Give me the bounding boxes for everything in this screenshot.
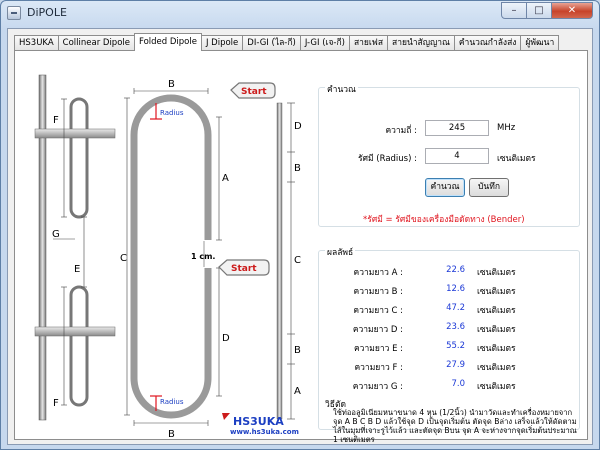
- result-unit-b: เซนติเมตร: [477, 287, 516, 297]
- tab-j-gi[interactable]: J-GI (เจ-กี): [299, 35, 350, 51]
- dim-label-f-bottom: F: [53, 398, 59, 409]
- minimize-button[interactable]: –: [501, 2, 527, 19]
- result-label-a: ความยาว A :: [353, 268, 403, 278]
- loop-label-a: A: [222, 173, 229, 184]
- result-value-a: 22.6: [446, 265, 465, 275]
- title-bar[interactable]: DiPOLE – □ ✕: [1, 1, 599, 25]
- calc-group-title: คำนวณ: [325, 82, 358, 96]
- method-title: วิธีตัด: [325, 400, 347, 410]
- tab-phase-line[interactable]: สายเฟส: [348, 35, 389, 51]
- tab-developer[interactable]: ผู้พัฒนา: [520, 35, 560, 51]
- result-unit-d: เซนติเมตร: [477, 325, 516, 335]
- dim-label-g: G: [52, 229, 60, 240]
- save-button[interactable]: บันทึก: [469, 178, 509, 197]
- radius-label: รัศมี (Radius) :: [358, 154, 417, 164]
- tab-folded-dipole[interactable]: Folded Dipole: [134, 33, 202, 51]
- result-value-b: 12.6: [446, 284, 465, 294]
- result-value-c: 47.2: [446, 303, 465, 313]
- app-icon[interactable]: [7, 6, 21, 20]
- tab-feed-line[interactable]: สายนำสัญญาณ: [387, 35, 455, 51]
- calc-group: คำนวณ ความถี่ : MHz รัศมี (Radius) : เซน…: [318, 82, 580, 227]
- result-label-b: ความยาว B :: [353, 287, 403, 297]
- loop-label-d: D: [222, 333, 230, 344]
- frequency-label: ความถี่ :: [385, 126, 417, 136]
- result-value-d: 23.6: [446, 322, 465, 332]
- result-label-g: ความยาว G :: [352, 382, 403, 392]
- dim-label-e: E: [74, 264, 80, 275]
- folded-dipole-diagram: F G E F Radius Radius: [34, 74, 302, 440]
- radius-label-top: Radius: [160, 109, 184, 117]
- start-label-mid: Start: [231, 264, 257, 274]
- result-label-c: ความยาว C :: [353, 306, 403, 316]
- ruler-label-a: A: [294, 386, 301, 397]
- calculate-button[interactable]: คำนวณ: [425, 178, 465, 197]
- start-label-top: Start: [241, 87, 267, 97]
- radius-unit: เซนติเมตร: [497, 154, 536, 164]
- feed-gap: [203, 240, 215, 268]
- logo-mark-icon: [222, 413, 230, 420]
- upper-crossbar: [34, 128, 116, 139]
- boom-rod: [38, 74, 47, 421]
- result-label-f: ความยาว F :: [354, 363, 403, 373]
- result-value-e: 55.2: [446, 341, 465, 351]
- result-label-d: ความยาว D :: [352, 325, 403, 335]
- close-icon: ✕: [567, 4, 577, 16]
- radius-note: *รัศมี = รัศมีของเครื่องมือดัดทาง (Bende…: [363, 215, 525, 225]
- left-dimensions: [53, 98, 87, 406]
- loop-label-b-top: B: [168, 79, 175, 90]
- loop-dimensions: [124, 88, 222, 426]
- result-unit-g: เซนติเมตร: [477, 382, 516, 392]
- logo-url[interactable]: www.hs3uka.com: [230, 428, 299, 436]
- ruler-label-d: D: [294, 121, 302, 132]
- logo-text: HS3UKA: [233, 415, 284, 428]
- start-arrow-top[interactable]: [230, 82, 276, 99]
- result-value-g: 7.0: [451, 379, 465, 389]
- result-unit-a: เซนติเมตร: [477, 268, 516, 278]
- lower-element: [69, 285, 89, 407]
- tab-collinear-dipole[interactable]: Collinear Dipole: [57, 35, 135, 51]
- frequency-input[interactable]: [425, 120, 489, 136]
- ruler-rod: [276, 102, 283, 420]
- minimize-icon: –: [511, 4, 517, 16]
- ruler-dimensions: [287, 102, 295, 420]
- result-group: ผลลัพธ์ ความยาว A : 22.6 เซนติเมตร ความย…: [318, 245, 580, 444]
- ruler-label-b-top: B: [294, 163, 301, 174]
- result-value-f: 27.9: [446, 360, 465, 370]
- folded-dipole-panel: F G E F Radius Radius: [14, 50, 588, 444]
- loop-label-b-bottom: B: [168, 429, 175, 440]
- method-text: ใช้ท่ออลูมิเนียมหนาขนาด 4 หุน (1/2นิ้ว) …: [333, 408, 577, 444]
- loop-label-c: C: [120, 253, 127, 264]
- start-arrow-mid[interactable]: [218, 259, 270, 276]
- caption-buttons: – □ ✕: [501, 2, 593, 19]
- lower-crossbar: [34, 326, 116, 337]
- tab-di-gi[interactable]: DI-GI (ไล-กี): [242, 35, 301, 51]
- result-unit-f: เซนติเมตร: [477, 363, 516, 373]
- radius-marks: [150, 103, 162, 411]
- tab-power-calc[interactable]: คำนวณกำลังส่ง: [453, 35, 522, 51]
- tab-strip: HS3UKA Collinear Dipole Folded Dipole J …: [14, 33, 560, 51]
- maximize-button[interactable]: □: [526, 2, 552, 19]
- window-title: DiPOLE: [27, 6, 67, 19]
- result-group-title: ผลลัพธ์: [325, 245, 356, 259]
- radius-input[interactable]: [425, 148, 489, 164]
- close-button[interactable]: ✕: [551, 2, 593, 19]
- upper-element: [69, 97, 89, 219]
- radius-label-bottom: Radius: [160, 398, 184, 406]
- ruler-label-c: C: [294, 255, 301, 266]
- result-label-e: ความยาว E :: [354, 344, 403, 354]
- ruler-label-b-bottom: B: [294, 345, 301, 356]
- client-area: HS3UKA Collinear Dipole Folded Dipole J …: [7, 28, 593, 445]
- result-unit-c: เซนติเมตร: [477, 306, 516, 316]
- tab-hs3uka[interactable]: HS3UKA: [14, 35, 59, 51]
- maximize-icon: □: [534, 4, 544, 16]
- gap-label: 1 cm.: [191, 252, 215, 261]
- result-unit-e: เซนติเมตร: [477, 344, 516, 354]
- dim-label-f-top: F: [53, 115, 59, 126]
- tab-j-dipole[interactable]: J Dipole: [200, 35, 244, 51]
- frequency-unit: MHz: [497, 123, 516, 133]
